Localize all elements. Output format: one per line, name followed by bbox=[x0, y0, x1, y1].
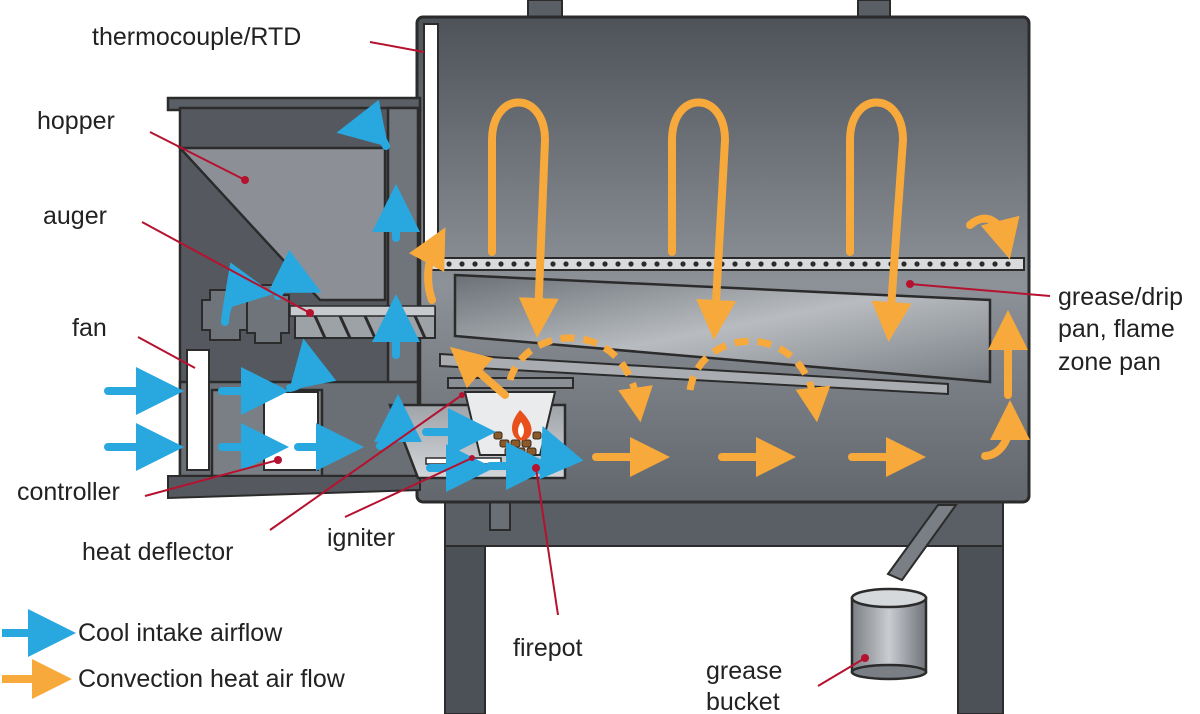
label-controller: controller bbox=[17, 478, 120, 506]
label-grease-bucket-line2: bucket bbox=[706, 688, 780, 714]
label-fan: fan bbox=[72, 314, 107, 342]
grate-rivet bbox=[433, 261, 439, 267]
grate-rivet bbox=[524, 261, 530, 267]
grate-rivet bbox=[797, 261, 803, 267]
leader-dots bbox=[241, 176, 914, 662]
label-grease-pan-line1: grease/drip bbox=[1058, 283, 1183, 311]
grate-rivet bbox=[745, 261, 751, 267]
label-thermocouple: thermocouple/RTD bbox=[92, 23, 301, 51]
grate-rivet bbox=[602, 261, 608, 267]
grate-rivet bbox=[446, 261, 452, 267]
convection-airflow-dashed bbox=[506, 334, 831, 423]
grate-rivet bbox=[628, 261, 634, 267]
grate-rivet bbox=[641, 261, 647, 267]
label-heat-deflector: heat deflector bbox=[82, 538, 234, 566]
grate-rivet bbox=[498, 261, 504, 267]
label-auger: auger bbox=[43, 202, 107, 230]
grate-rivet bbox=[472, 261, 478, 267]
grate-rivet bbox=[992, 261, 998, 267]
thermocouple-probe bbox=[423, 23, 439, 261]
label-grease-pan-line3: zone pan bbox=[1058, 348, 1161, 376]
grate-rivet bbox=[927, 261, 933, 267]
grate-rivet bbox=[836, 261, 842, 267]
grate-rivet bbox=[654, 261, 660, 267]
grate-rivet bbox=[784, 261, 790, 267]
grate-rivet bbox=[953, 261, 959, 267]
grate-rivet bbox=[667, 261, 673, 267]
label-hopper: hopper bbox=[37, 107, 115, 135]
grill-legs bbox=[444, 497, 1004, 714]
grate-rivet bbox=[914, 261, 920, 267]
grate-rivet bbox=[940, 261, 946, 267]
grate-rivet bbox=[875, 261, 881, 267]
grate-rivet bbox=[862, 261, 868, 267]
grate-rivet bbox=[680, 261, 686, 267]
grate-rivet bbox=[615, 261, 621, 267]
label-firepot: firepot bbox=[513, 634, 583, 662]
grate-rivet bbox=[771, 261, 777, 267]
grease-bucket bbox=[850, 587, 928, 681]
grate-rivet bbox=[563, 261, 569, 267]
grate-rivet bbox=[732, 261, 738, 267]
grate-rivet bbox=[966, 261, 972, 267]
legend-cool-label: Cool intake airflow bbox=[78, 619, 283, 647]
fan-blade bbox=[186, 349, 210, 471]
grate-rivet bbox=[550, 261, 556, 267]
grease-chute bbox=[886, 504, 958, 582]
grate-rivet bbox=[810, 261, 816, 267]
flame-icon bbox=[512, 410, 532, 441]
controller-box bbox=[263, 391, 319, 471]
grate-rivet bbox=[511, 261, 517, 267]
label-grease-bucket-line1: grease bbox=[706, 657, 782, 685]
grate-rivet bbox=[901, 261, 907, 267]
convection-airflow bbox=[408, 98, 1030, 477]
grate-rivet bbox=[979, 261, 985, 267]
grate-rivet bbox=[459, 261, 465, 267]
grate-rivet bbox=[706, 261, 712, 267]
label-igniter: igniter bbox=[327, 524, 395, 552]
cooking-grate bbox=[427, 257, 1025, 271]
legend: Cool intake airflow Convection heat air … bbox=[2, 609, 346, 699]
grate-rivet bbox=[485, 261, 491, 267]
grate-rivet bbox=[576, 261, 582, 267]
grate-rivet bbox=[758, 261, 764, 267]
grate-rivet bbox=[589, 261, 595, 267]
leader-lines bbox=[137, 41, 1051, 687]
legend-convection-label: Convection heat air flow bbox=[78, 665, 346, 693]
grate-rivet bbox=[1005, 261, 1011, 267]
flame-zone-pan bbox=[439, 352, 949, 396]
grate-rivet bbox=[693, 261, 699, 267]
grate-rivet bbox=[823, 261, 829, 267]
grate-rivet bbox=[849, 261, 855, 267]
label-grease-pan-line2: pan, flame bbox=[1058, 315, 1175, 343]
